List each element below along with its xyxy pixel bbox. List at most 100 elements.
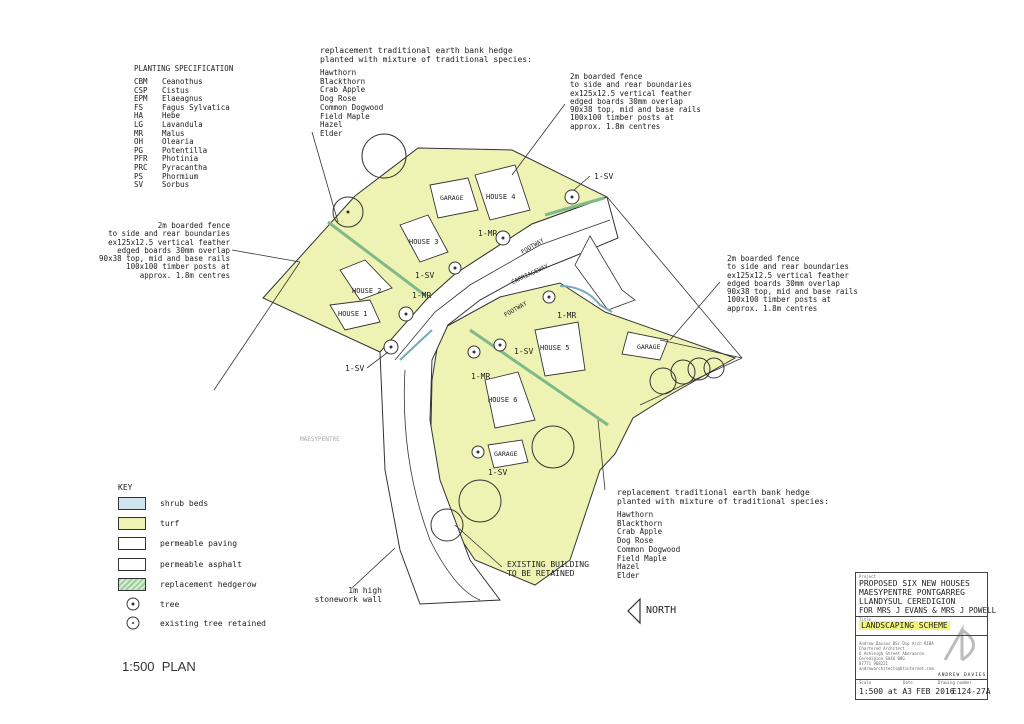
hedge-species-item: Blackthorn bbox=[617, 518, 663, 528]
existing-tree-icon bbox=[531, 425, 575, 469]
plant-code: HA bbox=[134, 111, 144, 121]
key-label: shrub beds bbox=[160, 499, 209, 508]
existing-tree-icon bbox=[670, 359, 696, 385]
label-house-3: HOUSE 3 bbox=[409, 238, 439, 246]
house-4-footprint bbox=[474, 164, 531, 221]
hedge-species-item: Crab Apple bbox=[617, 527, 663, 537]
fence-note-line: 90x38 top, mid and base rails bbox=[570, 105, 701, 115]
existing-tree-icon bbox=[332, 196, 364, 228]
hedge-species-item: Blackthorn bbox=[320, 76, 366, 86]
carriageway bbox=[379, 196, 619, 605]
hedge-note-top-line1: replacement traditional earth bank hedge bbox=[320, 46, 513, 55]
plant-name: Ceanothus bbox=[162, 77, 203, 86]
hedge-species-item: Crab Apple bbox=[320, 85, 366, 95]
plant-code: FS bbox=[134, 102, 144, 112]
existing-building-line1: EXISTING BUILDING bbox=[507, 560, 589, 569]
hedgerow-swatch bbox=[118, 578, 146, 591]
key-item-permeable-asphalt: permeable asphalt bbox=[118, 558, 242, 571]
plant-code: CBM bbox=[134, 77, 148, 86]
title-caption: Title bbox=[859, 617, 872, 622]
plant-code: LG bbox=[134, 119, 144, 129]
label-maesypentre: MAESYPENTRE bbox=[300, 436, 340, 443]
fence-note-line: 90x38 top, mid and base rails bbox=[727, 287, 858, 297]
hedge-species-item: Hawthorn bbox=[617, 510, 654, 519]
label-house-4: HOUSE 4 bbox=[486, 193, 516, 201]
shrub-bed-north bbox=[559, 285, 613, 313]
plant-name: Sorbus bbox=[162, 180, 190, 190]
label-garage-4: GARAGE bbox=[440, 194, 464, 202]
plant-name: Phormium bbox=[162, 171, 199, 181]
fence-note-line: ex125x12.5 vertical feather bbox=[108, 237, 230, 247]
permeable-asphalt-swatch bbox=[118, 558, 146, 571]
house-6-garage-footprint bbox=[487, 439, 529, 469]
label-tree-sv: 1-SV bbox=[345, 364, 365, 373]
house-5-footprint bbox=[534, 321, 586, 377]
hedge-note-top-line2: planted with mixture of traditional spec… bbox=[320, 55, 532, 64]
hedge-species-item: Elder bbox=[617, 570, 640, 580]
north-arrow-icon bbox=[627, 597, 641, 625]
label-house-6: HOUSE 6 bbox=[488, 396, 518, 404]
hedge-note-bottom-line2: planted with mixture of traditional spec… bbox=[617, 497, 829, 506]
fence-note-line: approx. 1.8m centres bbox=[727, 303, 818, 313]
plant-name: Hebe bbox=[162, 111, 181, 121]
hedgerow-north bbox=[327, 220, 427, 298]
label-tree-sv: 1-SV bbox=[594, 172, 614, 181]
road-edge-inner bbox=[394, 219, 611, 361]
north-label: NORTH bbox=[646, 605, 677, 616]
hedge-species-item: Hazel bbox=[320, 120, 343, 130]
plant-code: PFR bbox=[134, 154, 148, 164]
east-spur bbox=[574, 235, 636, 311]
plant-code: PG bbox=[134, 145, 144, 155]
label-house-1: HOUSE 1 bbox=[338, 310, 368, 318]
firm-logo bbox=[943, 624, 975, 662]
fence-note-line: 100x100 timber posts at bbox=[570, 113, 674, 123]
key-label: existing tree retained bbox=[160, 619, 266, 628]
key-item-turf: turf bbox=[118, 517, 179, 530]
hedgerow-east bbox=[544, 196, 605, 217]
site-boundary-southeast bbox=[639, 357, 743, 406]
hedge-species-item: Dog Rose bbox=[320, 94, 357, 104]
date-value: FEB 2016 bbox=[916, 687, 955, 696]
hedge-species-item: Common Dogwood bbox=[617, 544, 681, 554]
plant-code: CSP bbox=[134, 85, 148, 95]
label-tree-mr: 1-MR bbox=[412, 291, 432, 300]
planting-spec-title: PLANTING SPECIFICATION bbox=[134, 64, 234, 73]
fence-note-line: edged boards 30mm overlap bbox=[727, 278, 840, 288]
scale-plan-label: 1:500 PLAN bbox=[122, 659, 196, 674]
plant-name: Lavandula bbox=[162, 119, 203, 129]
fence-note-line: to side and rear boundaries bbox=[727, 262, 849, 272]
fence-note-line: approx. 1.8m centres bbox=[139, 270, 230, 280]
hedge-note-bottom-line1: replacement traditional earth bank hedge bbox=[617, 488, 810, 497]
hedge-species-item: Hawthorn bbox=[320, 68, 357, 77]
existing-tree-icon bbox=[458, 479, 502, 523]
project-line1: PROPOSED SIX NEW HOUSES bbox=[859, 579, 970, 588]
hedge-species-item: Hazel bbox=[617, 562, 640, 572]
drawing-title: LANDSCAPING SCHEME bbox=[859, 621, 950, 630]
hedgerow-south bbox=[469, 328, 609, 427]
label-tree-mr: 1-MR bbox=[557, 311, 577, 320]
plant-code: OH bbox=[134, 137, 144, 147]
existing-tree-icon bbox=[687, 357, 711, 381]
hedge-species-item: Dog Rose bbox=[617, 536, 654, 546]
label-garage-6: GARAGE bbox=[494, 450, 518, 458]
plant-name: Pyracantha bbox=[162, 162, 208, 172]
fence-note-line: 2m boarded fence bbox=[157, 221, 230, 230]
key-label: permeable paving bbox=[160, 539, 238, 548]
fence-note-line: edged boards 30mm overlap bbox=[570, 96, 683, 106]
plant-code: EPM bbox=[134, 94, 148, 104]
fence-note-line: to side and rear boundaries bbox=[570, 80, 692, 90]
south-plot-turf bbox=[429, 282, 737, 586]
stone-wall-line1: 1m high bbox=[348, 586, 382, 595]
